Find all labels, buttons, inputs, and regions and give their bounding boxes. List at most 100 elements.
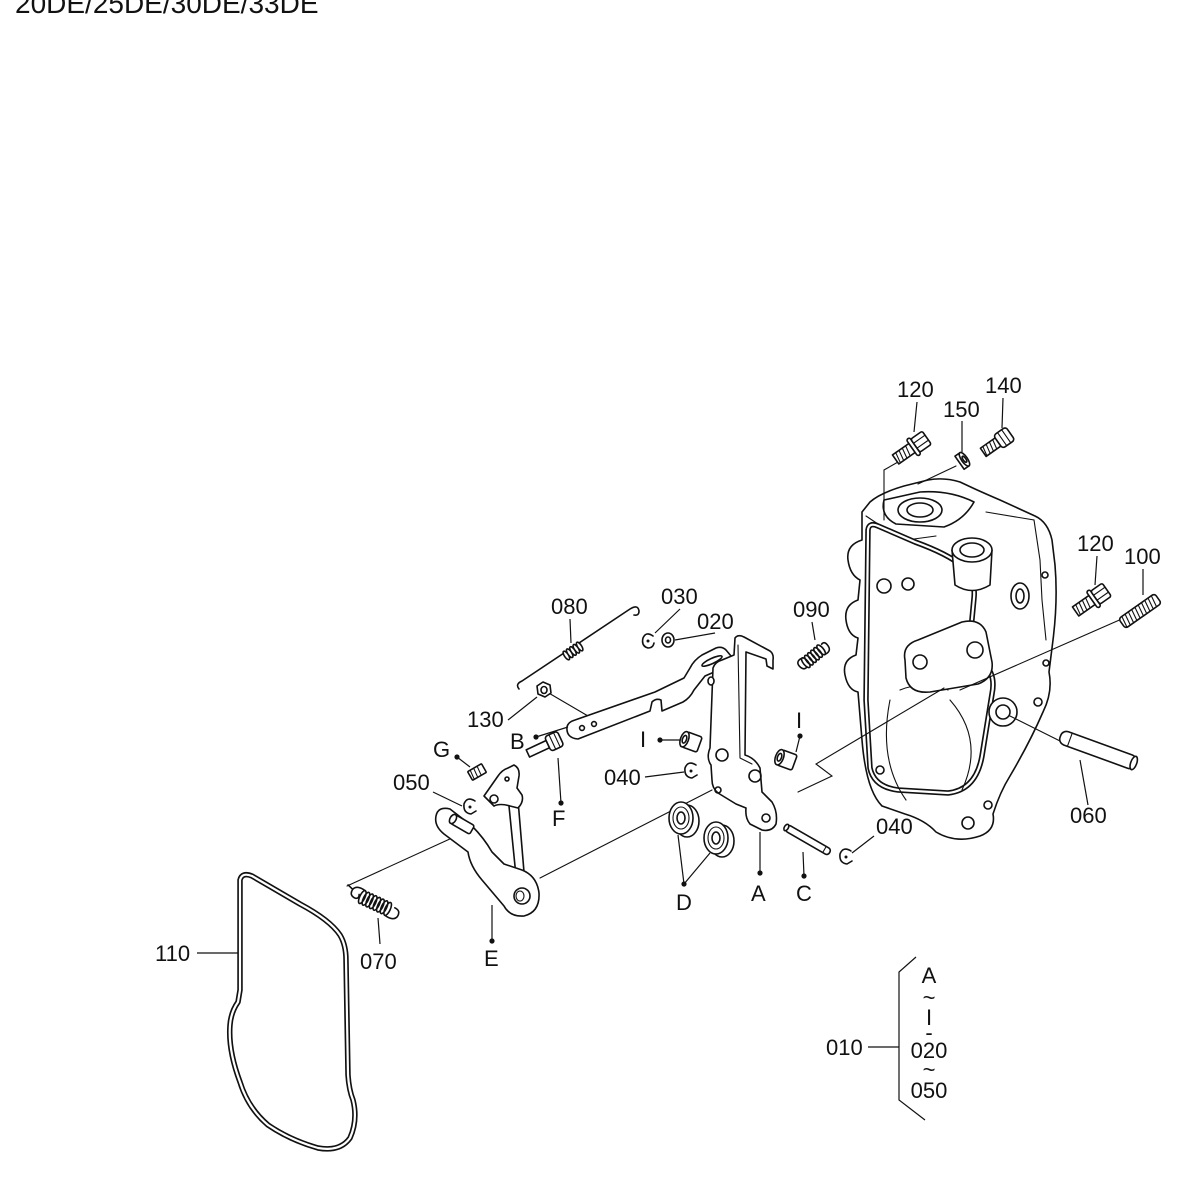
housing-right-boss-bore (1015, 588, 1025, 604)
clip-050 (463, 798, 477, 815)
lever-e-bore (515, 890, 525, 902)
leader-120-top (913, 401, 918, 433)
bolt-head (910, 431, 932, 453)
housing-side-boss-bore (959, 542, 985, 558)
bolt-head-facets (1093, 586, 1110, 601)
callout-120-right: 120 (1077, 531, 1114, 556)
housing-hole (983, 800, 993, 810)
clip-ring (641, 633, 655, 649)
callout-080: 080 (551, 594, 588, 619)
pin-060 (1058, 730, 1139, 771)
callout-labels: 120 150 140 120 100 090 080 030 020 130 … (155, 373, 1161, 974)
plate-a-pin (707, 676, 715, 686)
arm-hole-left (912, 654, 928, 670)
assembly-group-010: 010 A ~ I - 020 ~ 050 (826, 956, 948, 1121)
lever-bracket-plate (483, 764, 524, 809)
plate-a-hole (714, 786, 722, 794)
plate-a-body (707, 634, 778, 832)
callout-040-right: 040 (876, 814, 913, 839)
leader-f (557, 757, 562, 804)
bolt-g (467, 763, 487, 781)
rod-spring (562, 641, 584, 661)
bolt-f (525, 731, 564, 758)
shaft-c (783, 823, 832, 856)
leader-030 (654, 608, 681, 634)
housing-hole (875, 765, 885, 775)
plate-a-hole (715, 748, 729, 762)
spring-070 (347, 884, 400, 920)
housing-hole (961, 816, 975, 830)
assembly-group-item: 050 (911, 1078, 948, 1103)
bolt-thread (895, 445, 911, 464)
housing-shaft-boss (988, 697, 1018, 727)
clip-030 (641, 633, 655, 649)
housing-right-boss (1010, 582, 1030, 610)
leader-020 (674, 632, 716, 641)
washer-face (661, 632, 675, 648)
callout-b: B (510, 729, 525, 754)
bearing-bore (676, 811, 686, 825)
leader-140 (1001, 397, 1004, 429)
lever-b-hole (590, 720, 598, 728)
assembly-group-item: - (925, 1020, 932, 1045)
rod-spring-coils (562, 641, 584, 661)
lever-e-pin (448, 813, 475, 835)
washer-020 (661, 632, 675, 648)
clip-center (689, 769, 693, 773)
lever-e (434, 807, 540, 917)
callout-110: 110 (155, 941, 190, 966)
bolt-120-top (891, 431, 932, 465)
clip-040-left (684, 762, 698, 779)
rod-080 (516, 606, 640, 690)
callout-140: 140 (985, 373, 1022, 398)
gear-case-housing (843, 478, 1057, 840)
housing-hole (1033, 697, 1043, 707)
callout-130: 130 (467, 707, 504, 732)
clip-ring (839, 848, 853, 865)
bolt-head (1090, 583, 1112, 605)
clip-center (646, 639, 650, 643)
leader-dot-i-left (657, 737, 663, 743)
callout-c: C (796, 881, 812, 906)
assembly-line-nut-lever (546, 691, 589, 717)
shaft-groove (822, 845, 827, 854)
bearing-race (707, 826, 725, 850)
housing-hole (876, 578, 892, 594)
callout-i-left: I (640, 727, 646, 752)
bolt-140 (979, 427, 1015, 458)
callout-f: F (552, 806, 565, 831)
callout-i-right: I (796, 708, 802, 733)
gasket-outer (226, 871, 358, 1152)
spring-coils (357, 889, 393, 917)
leader-040-left (644, 771, 685, 778)
leader-dot-c (801, 873, 807, 879)
lever-b-hole (578, 724, 586, 732)
washer-hole (961, 455, 968, 464)
assembly-group-item: A (922, 963, 937, 988)
arm-hole-right (966, 641, 984, 659)
assembly-group-item: 020 (911, 1038, 948, 1063)
housing-internal-arm (903, 620, 994, 694)
pin-body (1058, 730, 1138, 770)
bolt-120-right (1071, 583, 1112, 617)
bushing-i-left (679, 730, 703, 753)
leader-c (802, 851, 805, 877)
housing-side-boss (951, 537, 993, 563)
bearing-d-1 (668, 801, 700, 838)
washer-150 (954, 451, 971, 471)
callout-120-top: 120 (897, 377, 934, 402)
lever-e-pin-end (448, 813, 458, 825)
spring-hooks (347, 884, 400, 920)
callout-070: 070 (360, 949, 397, 974)
leader-dot-e (489, 938, 495, 944)
housing-hole (901, 577, 915, 591)
bolt-thread (469, 765, 482, 780)
lever-bracket-hole (489, 794, 499, 804)
nut-130 (536, 681, 552, 698)
lever-bracket-hole (504, 776, 510, 782)
housing-shaft-bore (995, 704, 1011, 720)
bolt-thread (1075, 597, 1091, 616)
leader-040-right (851, 835, 875, 854)
leader-120-right (1094, 555, 1098, 586)
leader-i-right (795, 735, 801, 753)
